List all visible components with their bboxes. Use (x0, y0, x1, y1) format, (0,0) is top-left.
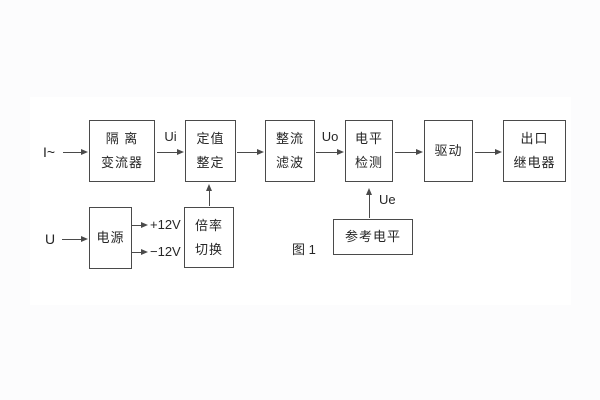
arrow-shaft (157, 152, 179, 153)
block-label: 电平 (354, 131, 383, 146)
block-label: 检测 (354, 155, 383, 170)
arrow-right-icon-setting-to-rectifier (237, 148, 264, 157)
arrow-right-icon-input-to-isolation (63, 148, 88, 157)
arrow-shaft (132, 252, 143, 253)
block-label: 参考电平 (344, 229, 401, 244)
block-label: 继电器 (513, 155, 556, 170)
arrow-shaft (62, 239, 83, 240)
signal-label-ui: Ui (164, 129, 177, 144)
block-level-detector: 电平 检测 (345, 120, 393, 182)
block-label: 整定 (196, 155, 225, 170)
arrow-head (81, 236, 88, 242)
arrow-head (366, 188, 372, 195)
signal-label-input-voltage: U (45, 231, 56, 247)
figure-caption: 图 1 (292, 242, 316, 257)
block-label: 驱动 (434, 143, 463, 158)
arrow-head (257, 149, 264, 155)
arrow-right-icon-u-to-power (62, 235, 88, 244)
arrow-right-icon-power-plus12 (132, 221, 148, 230)
arrow-shaft (316, 152, 339, 153)
arrow-up-icon-ratio-to-setting (205, 184, 214, 206)
block-reference-level: 参考电平 (333, 219, 413, 255)
block-isolation-transformer: 隔 离 变流器 (89, 120, 155, 182)
block-setting-adjust: 定值 整定 (185, 120, 236, 182)
arrow-shaft (395, 152, 418, 153)
block-label: 出口 (520, 131, 549, 146)
arrow-head (206, 184, 212, 191)
block-driver: 驱动 (424, 120, 473, 182)
block-label: 切换 (194, 241, 223, 257)
arrow-head (337, 149, 344, 155)
arrow-right-icon-isolation-to-setting (157, 148, 184, 157)
signal-label-ue: Ue (379, 192, 396, 207)
arrow-right-icon-power-minus12 (132, 248, 148, 257)
block-label: 整流 (275, 131, 304, 146)
arrow-right-icon-driver-to-relay (475, 148, 502, 157)
arrow-shaft (63, 152, 83, 153)
block-label: 倍率 (194, 217, 223, 233)
block-label: 定值 (196, 131, 225, 146)
signal-label-uo: Uo (321, 129, 339, 144)
arrow-head (81, 149, 88, 155)
block-output-relay: 出口 继电器 (503, 120, 566, 182)
arrow-head (416, 149, 423, 155)
arrow-up-icon-reference-to-level (365, 188, 374, 218)
arrow-shaft (132, 225, 143, 226)
arrow-shaft (369, 193, 370, 218)
arrow-right-icon-rectifier-to-level (316, 148, 344, 157)
block-rectifier-filter: 整流 滤波 (265, 120, 315, 182)
signal-label-input-current: I~ (43, 144, 56, 160)
block-label: 变流器 (100, 155, 143, 170)
arrow-head (141, 222, 148, 228)
block-power-supply: 电源 (89, 207, 132, 269)
signal-label-minus-12v: −12V (150, 244, 181, 259)
block-label: 隔 离 (105, 131, 139, 146)
arrow-shaft (209, 189, 210, 206)
arrow-head (495, 149, 502, 155)
arrow-right-icon-level-to-driver (395, 148, 423, 157)
block-label: 滤波 (275, 155, 304, 170)
arrow-head (177, 149, 184, 155)
arrow-shaft (475, 152, 497, 153)
block-ratio-switch: 倍率 切换 (184, 207, 234, 268)
arrow-head (141, 249, 148, 255)
signal-label-plus-12v: +12V (150, 217, 181, 232)
block-label: 电源 (96, 230, 125, 245)
arrow-shaft (237, 152, 259, 153)
